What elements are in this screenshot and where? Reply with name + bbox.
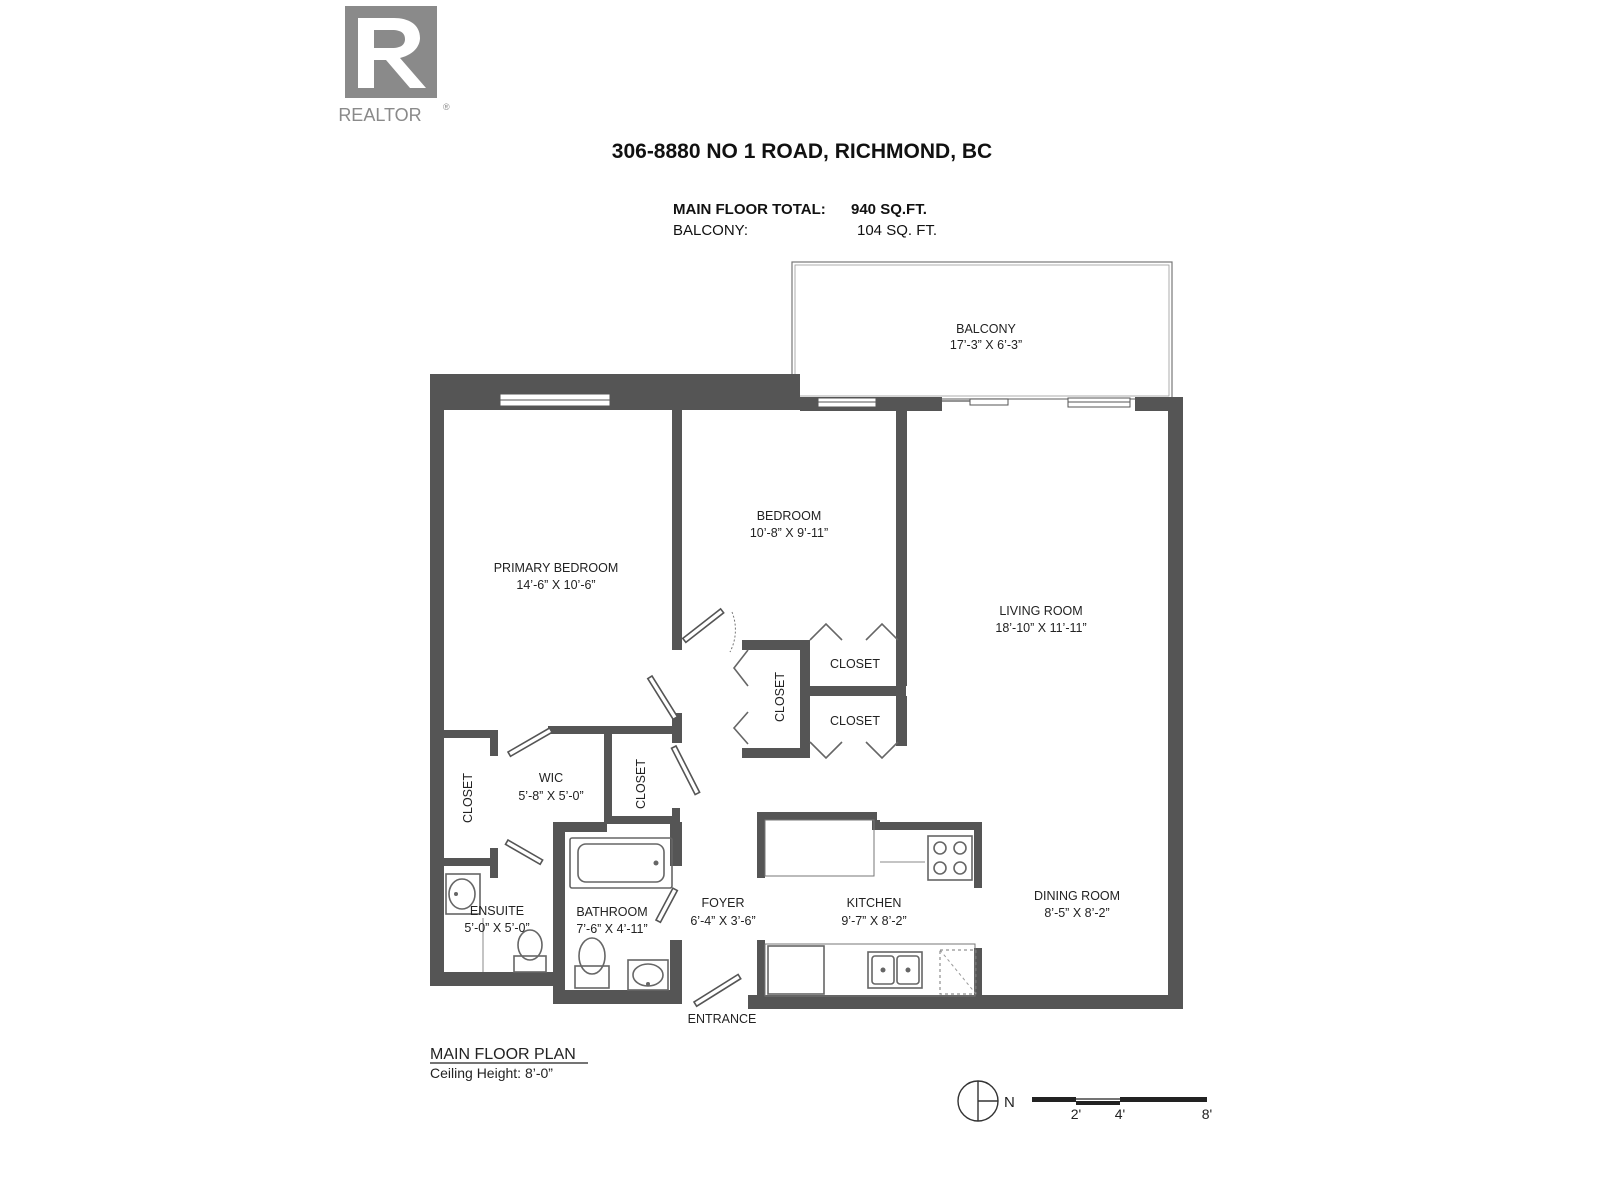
wic-dims: 5’-8” X 5’-0”: [518, 789, 583, 803]
closet-label-3: CLOSET: [773, 672, 787, 722]
address-title: 306-8880 NO 1 ROAD, RICHMOND, BC: [612, 140, 992, 163]
doors: [504, 607, 899, 1008]
area-total-value: 940 SQ.FT.: [851, 201, 927, 218]
area-balcony-label: BALCONY:: [673, 222, 748, 239]
scale-label-2: 2': [1071, 1106, 1081, 1122]
living-room-name: LIVING ROOM: [999, 604, 1082, 618]
foyer-dims: 6’-4” X 3’-6”: [690, 914, 755, 928]
balcony-dims: 17’-3” X 6’-3”: [950, 338, 1022, 352]
closet-label-2: CLOSET: [830, 714, 880, 728]
closet-label-wic: CLOSET: [461, 773, 475, 823]
logo-text: REALTOR: [338, 105, 421, 125]
walls: [430, 374, 1183, 1009]
ensuite-name: ENSUITE: [470, 904, 524, 918]
primary-bedroom-name: PRIMARY BEDROOM: [494, 561, 619, 575]
dining-room-dims: 8’-5” X 8’-2”: [1044, 906, 1109, 920]
living-room-dims: 18’-10” X 11’-11”: [995, 621, 1086, 635]
balcony-name: BALCONY: [956, 322, 1016, 336]
closet-label-1: CLOSET: [830, 657, 880, 671]
ensuite-dims: 5’-0” X 5’-0”: [464, 921, 529, 935]
logo-reg: ®: [443, 102, 450, 112]
kitchen-dims: 9’-7” X 8’-2”: [841, 914, 906, 928]
north-arrow-icon: N: [957, 1080, 1015, 1122]
room-labels: BALCONY 17’-3” X 6’-3” BEDROOM 10’-8” X …: [461, 322, 1120, 1026]
ceiling-height: Ceiling Height: 8’-0”: [430, 1065, 553, 1081]
bedroom-name: BEDROOM: [757, 509, 822, 523]
primary-bedroom-dims: 14’-6” X 10’-6”: [516, 578, 595, 592]
scale-label-4: 4': [1115, 1106, 1125, 1122]
north-label: N: [1004, 1094, 1015, 1111]
closet-label-hall: CLOSET: [634, 759, 648, 809]
entrance-label: ENTRANCE: [688, 1012, 757, 1026]
windows: [499, 393, 1131, 408]
area-balcony-value: 104 SQ. FT.: [857, 222, 937, 239]
scale-bar-icon: 2' 4' 8': [1032, 1097, 1212, 1122]
bathroom-dims: 7’-6” X 4’-11”: [576, 922, 647, 936]
wic-name: WIC: [539, 771, 563, 785]
area-total-label: MAIN FLOOR TOTAL:: [673, 201, 826, 218]
plan-title: MAIN FLOOR PLAN: [430, 1046, 576, 1063]
foyer-name: FOYER: [701, 896, 744, 910]
scale-label-8: 8': [1202, 1106, 1212, 1122]
dining-room-name: DINING ROOM: [1034, 889, 1120, 903]
bedroom-dims: 10’-8” X 9’-11”: [750, 526, 828, 540]
bathroom-name: BATHROOM: [576, 905, 647, 919]
realtor-logo-icon: REALTOR ®: [338, 6, 450, 125]
kitchen-name: KITCHEN: [847, 896, 902, 910]
fixtures: [445, 819, 977, 997]
